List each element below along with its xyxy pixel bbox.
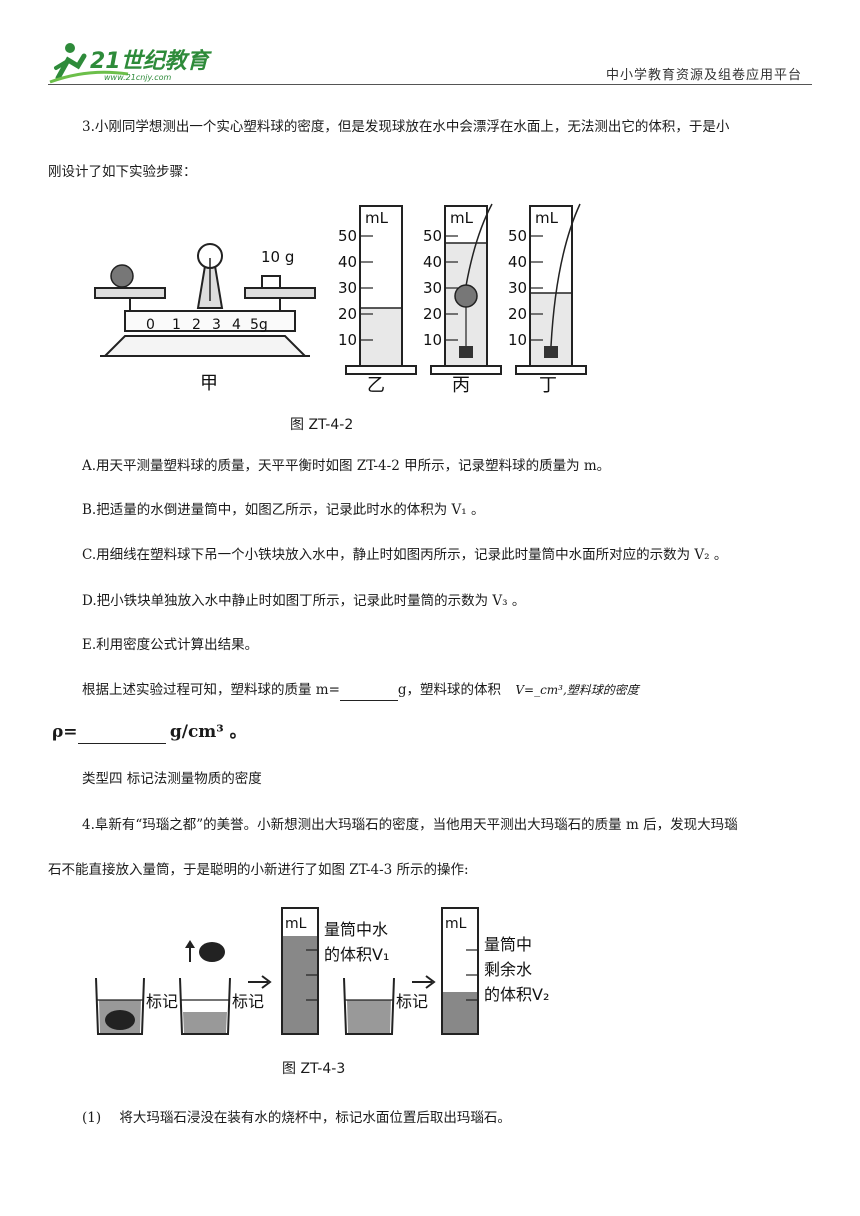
figure-zt-4-3: 标记 标记 mL 量筒中水 的体积V₁ [95, 907, 549, 1035]
svg-text:3: 3 [212, 317, 221, 333]
svg-text:20: 20 [423, 305, 442, 323]
page-header: 21世纪教育 www.21cnjy.com 中小学教育资源及组卷应用平台 [48, 38, 812, 85]
svg-text:40: 40 [423, 253, 442, 271]
q4-intro-line2: 石不能直接放入量筒，于是聪明的小新进行了如图 ZT-4-3 所示的操作: [48, 862, 469, 878]
q3-conclusion: 根据上述实验过程可知，塑料球的质量 m= g，塑料球的体积 V=_cm³,塑料球… [82, 680, 639, 701]
logo-21cnjy: 21世纪教育 www.21cnjy.com [49, 43, 213, 84]
svg-text:丁: 丁 [539, 375, 557, 396]
svg-text:10: 10 [423, 331, 442, 349]
rho-symbol: ρ= [52, 722, 78, 742]
q4-step1-text: 将大玛瑙石浸没在装有水的烧杯中，标记水面位置后取出玛瑙石。 [119, 1110, 511, 1126]
svg-text:标记: 标记 [146, 992, 178, 1011]
svg-text:标记: 标记 [396, 992, 428, 1011]
sub-label-jia: 甲 [200, 373, 218, 394]
cylinder-bing: mL 50 40 30 20 10 丙 [423, 203, 502, 396]
section-heading-type4: 类型四 标记法测量物质的密度 [82, 771, 262, 787]
svg-text:30: 30 [508, 279, 527, 297]
beaker-refilled: 标记 [343, 977, 428, 1035]
svg-text:50: 50 [423, 227, 442, 245]
figure-caption-zt-4-3: 图 ZT-4-3 [282, 1061, 346, 1077]
q3-step-d: D.把小铁块单独放入水中静止时如图丁所示，记录此时量筒的示数为 V₃ 。 [82, 593, 526, 609]
figure-caption-zt-4-2: 图 ZT-4-2 [290, 417, 354, 433]
svg-text:量筒中水: 量筒中水 [324, 920, 388, 939]
q3-intro-line1: 3.小刚同学想测出一个实心塑料球的密度，但是发现球放在水中会漂浮在水面上，无法测… [82, 119, 730, 135]
q3-step-a: A.用天平测量塑料球的质量，天平平衡时如图 ZT-4-2 甲所示，记录塑料球的质… [82, 458, 611, 474]
answer-blank-density[interactable] [77, 723, 166, 744]
scale-ticks: 0 1 2 3 4 5g [146, 317, 268, 333]
svg-text:1: 1 [172, 317, 181, 333]
svg-text:mL: mL [285, 916, 307, 932]
q4-step1-number: (1) [82, 1110, 102, 1126]
cylinder-v1: mL 量筒中水 的体积V₁ [281, 907, 389, 1035]
svg-text:剩余水: 剩余水 [484, 960, 532, 979]
svg-text:40: 40 [508, 253, 527, 271]
svg-text:的体积V₂: 的体积V₂ [484, 985, 549, 1004]
cylinder-ding: mL 50 40 30 20 10 丁 [508, 203, 587, 396]
svg-text:5g: 5g [250, 317, 268, 333]
cylinder-yi: mL 50 40 30 20 10 乙 [338, 205, 417, 396]
svg-text:标记: 标记 [232, 992, 264, 1011]
q4-step1: (1) 将大玛瑙石浸没在装有水的烧杯中，标记水面位置后取出玛瑙石。 [82, 1108, 511, 1128]
svg-text:2: 2 [192, 317, 201, 333]
svg-text:乙: 乙 [367, 375, 385, 396]
svg-text:30: 30 [338, 279, 357, 297]
svg-text:40: 40 [338, 253, 357, 271]
conclusion-volume-text: g，塑料球的体积 [397, 682, 502, 698]
svg-text:mL: mL [450, 209, 474, 227]
beaker-agate-removed: 标记 [179, 940, 264, 1035]
q3-step-e: E.利用密度公式计算出结果。 [82, 637, 259, 653]
balance-scale [94, 243, 316, 357]
weight-label: 10 g [261, 248, 294, 266]
platform-name: 中小学教育资源及组卷应用平台 [605, 68, 802, 83]
svg-text:mL: mL [365, 209, 389, 227]
conclusion-mass-text: 根据上述实验过程可知，塑料球的质量 m= [82, 682, 340, 698]
cylinder-v2: mL 量筒中 剩余水 的体积V₂ [441, 907, 549, 1035]
q3-step-c: C.用细线在塑料球下吊一个小铁块放入水中，静止时如图丙所示，记录此时量筒中水面所… [82, 547, 728, 563]
logo-url: www.21cnjy.com [104, 73, 171, 82]
logo-text: 21世纪教育 [90, 48, 213, 74]
svg-text:mL: mL [535, 209, 559, 227]
svg-text:10: 10 [338, 331, 357, 349]
plastic-ball-on-pan [110, 264, 134, 288]
rho-unit: g/cm³ 。 [169, 722, 247, 742]
q3-density-line: ρ= g/cm³ 。 [52, 722, 247, 744]
q4-intro-line1: 4.阜新有“玛瑙之都”的美誉。小新想测出大玛瑙石的密度，当他用天平测出大玛瑙石的… [82, 817, 738, 833]
beaker-with-agate: 标记 [95, 977, 178, 1035]
conclusion-density-text: V=_cm³,塑料球的密度 [515, 683, 639, 697]
svg-text:0: 0 [146, 317, 155, 333]
svg-text:的体积V₁: 的体积V₁ [324, 945, 389, 964]
q3-intro-line2: 刚设计了如下实验步骤： [48, 164, 197, 180]
svg-text:mL: mL [445, 916, 467, 932]
svg-text:20: 20 [508, 305, 527, 323]
svg-text:量筒中: 量筒中 [484, 935, 532, 954]
svg-text:丙: 丙 [452, 375, 470, 396]
svg-text:50: 50 [338, 227, 357, 245]
q3-step-b: B.把适量的水倒进量筒中，如图乙所示，记录此时水的体积为 V₁ 。 [82, 502, 485, 518]
svg-text:10: 10 [508, 331, 527, 349]
svg-text:30: 30 [423, 279, 442, 297]
figure-zt-4-2: 10 g 0 1 2 3 4 5g 甲 mL 50 40 30 20 [94, 203, 587, 396]
svg-text:4: 4 [232, 317, 241, 333]
svg-text:20: 20 [338, 305, 357, 323]
svg-text:50: 50 [508, 227, 527, 245]
answer-blank-mass[interactable] [339, 680, 398, 701]
